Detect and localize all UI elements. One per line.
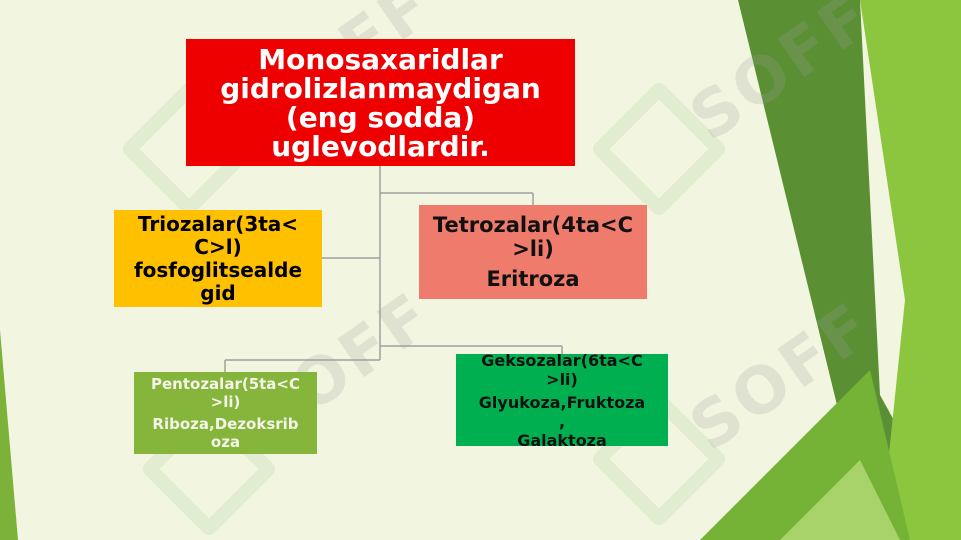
root-line-2: gidrolizlanmaydigan: [220, 71, 541, 105]
node-tetrozalar: Tetrozalar(4ta<C >li) Eritroza: [419, 205, 647, 299]
tetrozalar-line-3: Eritroza: [486, 267, 580, 291]
geksozalar-line-1: Geksozalar(6ta<C: [481, 350, 643, 370]
root-line-3: (eng sodda): [285, 100, 476, 134]
node-geksozalar: Geksozalar(6ta<C >li) Glyukoza,Fruktoza …: [456, 350, 668, 450]
tetrozalar-line-1: Tetrozalar(4ta<C: [432, 213, 634, 237]
root-node-monosaxaridlar: Monosaxaridlar gidrolizlanmaydigan (eng …: [186, 39, 575, 166]
pentozalar-line-4: oza: [210, 433, 241, 451]
geksozalar-line-5: Galaktoza: [517, 430, 607, 450]
triozalar-line-4: gid: [200, 280, 236, 305]
bg-right-pale-shape: [780, 460, 900, 540]
geksozalar-line-4: ,: [558, 411, 566, 431]
triozalar-line-3: fosfoglitsealde: [133, 257, 303, 282]
bg-right-light-green-shape: [860, 0, 961, 540]
root-line-1: Monosaxaridlar: [258, 42, 503, 76]
geksozalar-line-3: Glyukoza,Fruktoza: [478, 392, 646, 412]
pentozalar-line-1: Pentozalar(5ta<C: [151, 375, 300, 393]
triozalar-line-1: Triozalar(3ta<: [137, 211, 299, 236]
node-triozalar: Triozalar(3ta< C>l) fosfoglitsealde gid: [114, 210, 322, 307]
pentozalar-line-2: >li): [210, 393, 241, 411]
root-line-4: uglevodlardir.: [271, 129, 490, 163]
geksozalar-line-2: >li): [546, 369, 578, 389]
bg-left-green-strip: [0, 330, 18, 540]
triozalar-line-2: C>l): [194, 234, 242, 259]
pentozalar-line-3: Riboza,Dezoksrib: [152, 415, 299, 433]
tetrozalar-line-2: >li): [512, 237, 554, 261]
node-pentozalar: Pentozalar(5ta<C >li) Riboza,Dezoksrib o…: [134, 372, 317, 454]
bg-right-dark-green-shape: [738, 0, 960, 540]
